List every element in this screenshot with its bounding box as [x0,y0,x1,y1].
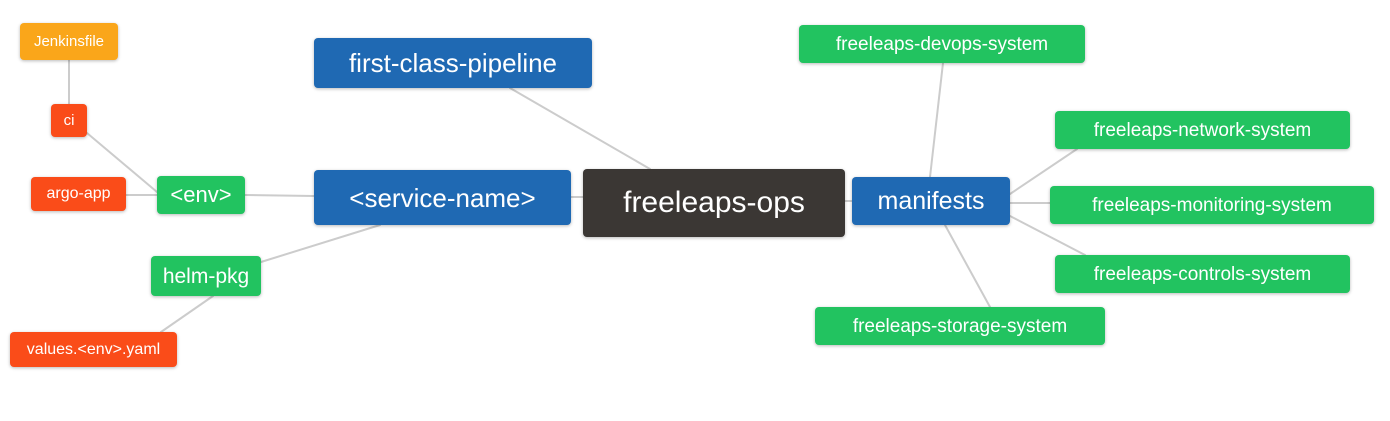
node-monitoring-system[interactable]: freeleaps-monitoring-system [1050,186,1374,224]
node-first-class-pipeline[interactable]: first-class-pipeline [314,38,592,88]
node-network-system[interactable]: freeleaps-network-system [1055,111,1350,149]
node-service-name[interactable]: <service-name> [314,170,571,225]
node-env[interactable]: <env> [157,176,245,214]
edge-values-yaml-to-helm-pkg [160,295,214,333]
node-devops-system[interactable]: freeleaps-devops-system [799,25,1085,63]
edge-first-class-pipeline-to-freeleaps-ops [509,87,651,170]
edge-env-to-service-name [244,194,315,197]
node-freeleaps-ops[interactable]: freeleaps-ops [583,169,845,237]
edge-manifests-to-storage-system [944,224,991,308]
node-values-yaml[interactable]: values.<env>.yaml [10,332,177,367]
node-manifests[interactable]: manifests [852,177,1010,225]
node-ci[interactable]: ci [51,104,87,137]
edge-manifests-to-devops-system [929,62,944,178]
node-argo-app[interactable]: argo-app [31,177,126,211]
node-helm-pkg[interactable]: helm-pkg [151,256,261,296]
node-storage-system[interactable]: freeleaps-storage-system [815,307,1105,345]
edge-helm-pkg-to-service-name [260,224,381,263]
node-jenkinsfile[interactable]: Jenkinsfile [20,23,118,60]
node-controls-system[interactable]: freeleaps-controls-system [1055,255,1350,293]
